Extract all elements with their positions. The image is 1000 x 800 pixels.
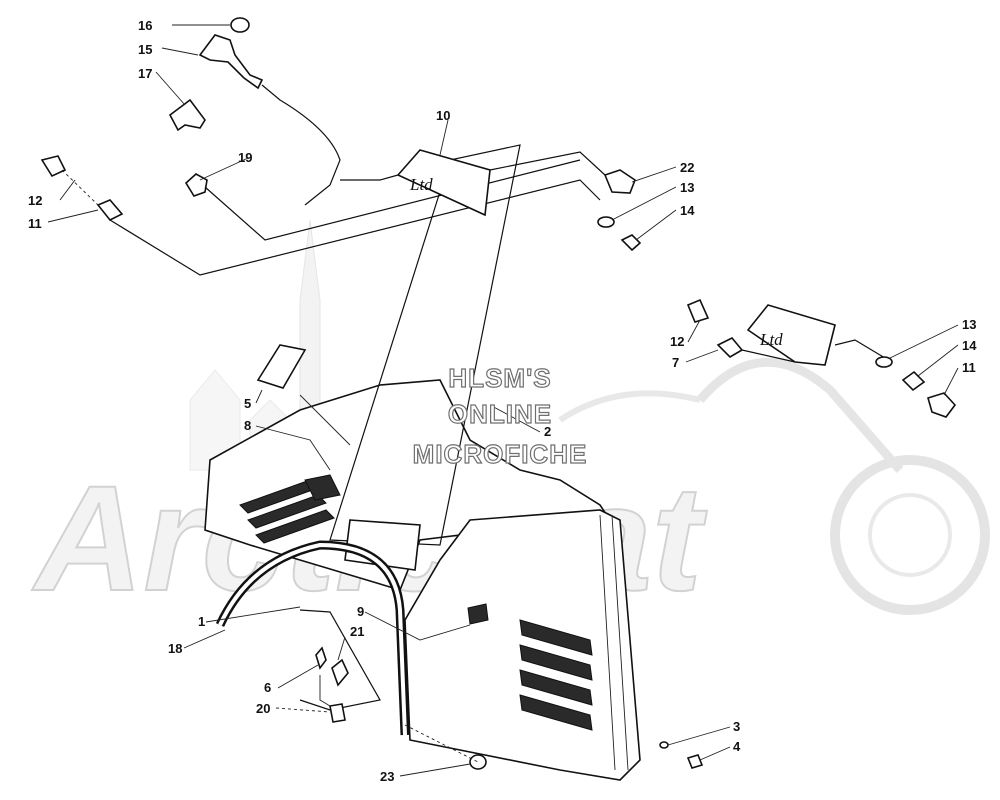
- callout-3: 3: [733, 719, 740, 734]
- nut-14-right: [901, 370, 926, 392]
- decal-text-right: Ltd: [759, 330, 783, 349]
- switch-15: [198, 34, 264, 90]
- callout-13-right: 13: [962, 317, 976, 332]
- leader-lines: [47, 24, 959, 777]
- callout-2: 2: [544, 424, 551, 439]
- callout-22: 22: [680, 160, 694, 175]
- socket-11-left: [96, 199, 124, 222]
- windshield-decal: [256, 344, 307, 389]
- callout-4: 4: [733, 739, 741, 754]
- callout-19: 19: [238, 150, 252, 165]
- lens-12-right: [686, 298, 710, 323]
- grommet-16: [230, 17, 250, 33]
- side-panel-vents: [519, 619, 593, 731]
- socket-11-right: [927, 392, 957, 418]
- upper-left-parts: [40, 17, 601, 276]
- switch-22: [603, 169, 636, 194]
- washer-13-right: [875, 356, 893, 368]
- callout-23: 23: [380, 769, 394, 784]
- hood-bracket-9: [467, 603, 489, 625]
- bracket-21: [331, 658, 349, 687]
- watermark-line1: HLSM'S: [448, 363, 551, 393]
- callout-11-right: 11: [962, 360, 976, 375]
- callout-labels: 16 15 17 10 19 12 11 22 13 14 12 7 13 14…: [28, 18, 977, 784]
- bolt-6: [315, 646, 327, 670]
- callout-20: 20: [256, 701, 270, 716]
- plate-20: [329, 703, 346, 723]
- nut-14-upper: [620, 234, 642, 252]
- watermark-line2: ONLINE: [448, 399, 552, 429]
- watermark-line3: MICROFICHE: [413, 439, 588, 469]
- watermark-overlay: HLSM'S ONLINE MICROFICHE: [412, 362, 588, 469]
- callout-8: 8: [244, 418, 251, 433]
- callout-14-right: 14: [962, 338, 977, 353]
- callout-18: 18: [168, 641, 182, 656]
- callout-14-upper: 14: [680, 203, 695, 218]
- upper-right-parts: Ltd: [340, 149, 642, 252]
- bracket-17: [168, 98, 206, 132]
- callout-7: 7: [672, 355, 679, 370]
- right-light-parts: Ltd: [686, 298, 957, 418]
- callout-10: 10: [436, 108, 450, 123]
- light-lens-right: [746, 304, 836, 366]
- motorcycle-watermark-icon: [558, 357, 990, 615]
- callout-5: 5: [244, 396, 251, 411]
- hood-clip-8: [304, 474, 341, 501]
- decal-text-upper: Ltd: [409, 175, 433, 194]
- hood-assembly: [204, 144, 641, 781]
- lens-12-left: [40, 155, 67, 178]
- callout-9: 9: [357, 604, 364, 619]
- lower-parts: [315, 646, 704, 770]
- washer-7: [716, 337, 744, 359]
- callout-12-left: 12: [28, 193, 42, 208]
- nut-19: [184, 173, 208, 197]
- callout-11-left: 11: [28, 216, 42, 231]
- callout-1: 1: [198, 614, 205, 629]
- washer-13-upper: [597, 216, 615, 228]
- callout-16: 16: [138, 18, 152, 33]
- screw-4: [686, 754, 704, 769]
- callout-15: 15: [138, 42, 152, 57]
- callout-21: 21: [350, 624, 364, 639]
- callout-17: 17: [138, 66, 152, 81]
- grommet-23: [469, 754, 487, 770]
- callout-12-right: 12: [670, 334, 684, 349]
- callout-13-upper: 13: [680, 180, 694, 195]
- washer-3: [659, 741, 669, 749]
- callout-6: 6: [264, 680, 271, 695]
